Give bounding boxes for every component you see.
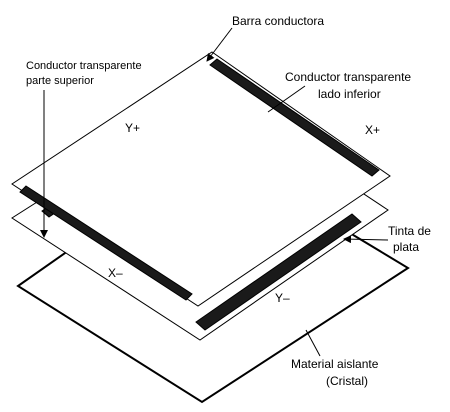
electrode-label-x-minus: X– xyxy=(108,266,123,280)
x-minus-bus-bar xyxy=(19,185,193,301)
label-busbar: Barra conductora xyxy=(232,14,324,28)
leader-bottom-conductor xyxy=(267,85,306,113)
label-bottom-conductor-line2: lado inferior xyxy=(318,87,381,101)
leader-insulator xyxy=(305,329,321,357)
y-minus-bus-bar xyxy=(195,213,362,331)
electrode-label-x-plus: X+ xyxy=(365,123,380,137)
electrode-label-y-plus: Y+ xyxy=(125,121,140,135)
label-top-conductor-line2: parte superior xyxy=(26,75,94,87)
label-silver-ink-line1: Tinta de xyxy=(388,224,431,238)
label-bottom-conductor-line1: Conductor transparente xyxy=(285,70,411,84)
label-insulator-line2: (Cristal) xyxy=(326,374,368,388)
x-plus-bus-bar xyxy=(209,58,380,177)
leader-silver-ink xyxy=(343,235,389,244)
electrode-label-y-minus: Y– xyxy=(275,291,290,305)
label-silver-ink-line2: plata xyxy=(393,240,419,254)
label-top-conductor-line1: Conductor transparente xyxy=(26,60,142,72)
leader-busbar xyxy=(206,27,233,62)
label-insulator-line1: Material aislante xyxy=(291,357,379,371)
